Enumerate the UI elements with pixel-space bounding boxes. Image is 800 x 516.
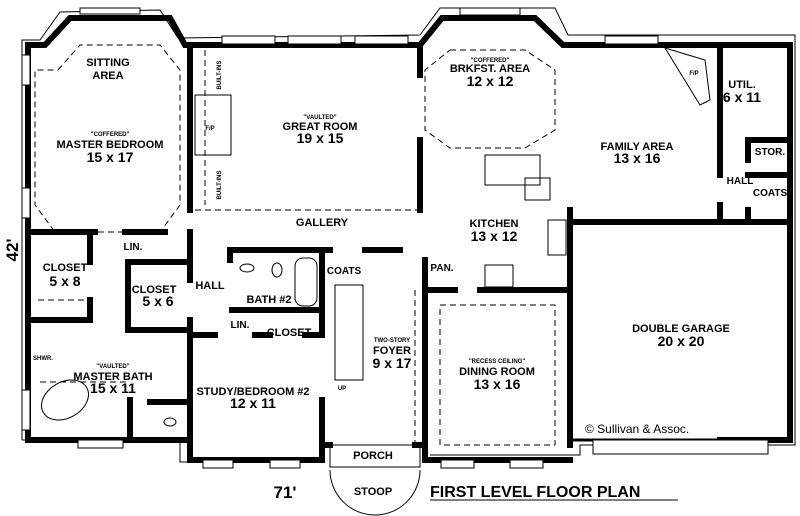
- bath2-label: BATH #2: [246, 294, 291, 306]
- fireplace-label: F/P: [205, 126, 214, 132]
- master-bath-size: 15 x 11: [90, 380, 136, 396]
- toilet-icon: [163, 417, 177, 427]
- study-label: STUDY/BEDROOM #2: [196, 386, 309, 398]
- cooktop-icon: [547, 219, 567, 256]
- great-room-note: "VAULTED": [303, 115, 336, 121]
- util-label: UTIL.: [728, 79, 756, 91]
- stor-label: STOR.: [755, 147, 786, 158]
- master-bedroom-size: 15 x 17: [87, 149, 134, 165]
- toilet-icon: [271, 262, 283, 278]
- master-bedroom-label: MASTER BEDROOM: [57, 139, 164, 151]
- kitchen-label: KITCHEN: [470, 218, 519, 230]
- kitchen-sink-icon: [524, 177, 551, 201]
- study-size: 12 x 11: [230, 395, 276, 411]
- tub-icon: [41, 379, 89, 421]
- gallery-label: GALLERY: [296, 217, 349, 229]
- bathtub-icon: [294, 257, 318, 307]
- closet-size: 5 x 6: [142, 293, 173, 309]
- closet-label: CLOSET: [43, 262, 88, 274]
- staircase: [334, 284, 364, 381]
- great-room-label: GREAT ROOM: [283, 121, 358, 133]
- width-dimension: 71': [274, 483, 297, 502]
- closet-label: CLOSET: [132, 284, 177, 296]
- shower-label: SHWR.: [33, 356, 53, 362]
- labels: SITTING AREA "COFFERED" MASTER BEDROOM 1…: [3, 57, 787, 502]
- closet-label: CLOSET: [267, 327, 312, 339]
- master-bath-note: "VAULTED": [96, 364, 129, 370]
- closet-size: 5 x 8: [49, 273, 80, 289]
- sink-icon: [239, 263, 255, 273]
- garage-size: 20 x 20: [658, 333, 705, 349]
- copyright: © Sullivan & Assoc.: [585, 422, 689, 436]
- windows: [21, 7, 769, 469]
- dashed-ceiling-lines: [34, 44, 556, 446]
- coats-label: COATS: [327, 266, 362, 277]
- dining-size: 13 x 16: [474, 376, 521, 392]
- porch-label: PORCH: [353, 450, 393, 462]
- hall-label: HALL: [727, 176, 754, 187]
- foyer-note: TWO-STORY: [374, 338, 410, 344]
- util-size: 6 x 11: [723, 89, 761, 105]
- sitting-label: SITTING: [86, 57, 129, 69]
- breakfast-note: "COFFERED": [471, 58, 510, 64]
- stoop-label: STOOP: [354, 486, 392, 498]
- dining-label: DINING ROOM: [459, 366, 535, 378]
- builtins-label: BUILT-INS: [217, 61, 223, 90]
- kitchen-counter: [484, 154, 541, 186]
- depth-dimension: 42': [3, 239, 22, 262]
- stoop-outline: [329, 469, 421, 516]
- breakfast-label: BRKFST. AREA: [450, 63, 530, 75]
- hall-label: HALL: [195, 280, 225, 292]
- linen-label: LIN.: [231, 320, 250, 331]
- garage-label: DOUBLE GARAGE: [632, 323, 730, 335]
- master-bath-label: MASTER BATH: [73, 371, 152, 383]
- builtins-label: BUILT-INS: [217, 171, 223, 200]
- porch-outline: [329, 444, 421, 468]
- pantry-label: PAN.: [430, 263, 453, 274]
- stair-up-label: UP: [338, 386, 346, 392]
- fireplace: [194, 94, 232, 156]
- refrigerator-icon: [484, 264, 514, 288]
- family-area-label: FAMILY AREA: [601, 141, 674, 153]
- breakfast-size: 12 x 12: [467, 73, 514, 89]
- fireplace-label: F/P: [689, 71, 698, 77]
- great-room-size: 19 x 15: [297, 130, 344, 146]
- master-bedroom-note: "COFFERED": [91, 132, 130, 138]
- linen-label: LIN.: [124, 242, 143, 253]
- sitting-label: AREA: [92, 70, 123, 82]
- coats-label: COATS: [753, 188, 788, 199]
- kitchen-size: 13 x 12: [471, 228, 518, 244]
- foyer-label: FOYER: [373, 345, 411, 357]
- walls: [21, 7, 796, 463]
- dining-note: "RECESS CEILING": [469, 359, 526, 365]
- family-area-size: 13 x 16: [614, 150, 661, 166]
- plan-title: FIRST LEVEL FLOOR PLAN: [430, 484, 640, 501]
- foyer-size: 9 x 17: [373, 355, 412, 371]
- fixtures: [41, 47, 711, 516]
- fireplace: [663, 47, 711, 106]
